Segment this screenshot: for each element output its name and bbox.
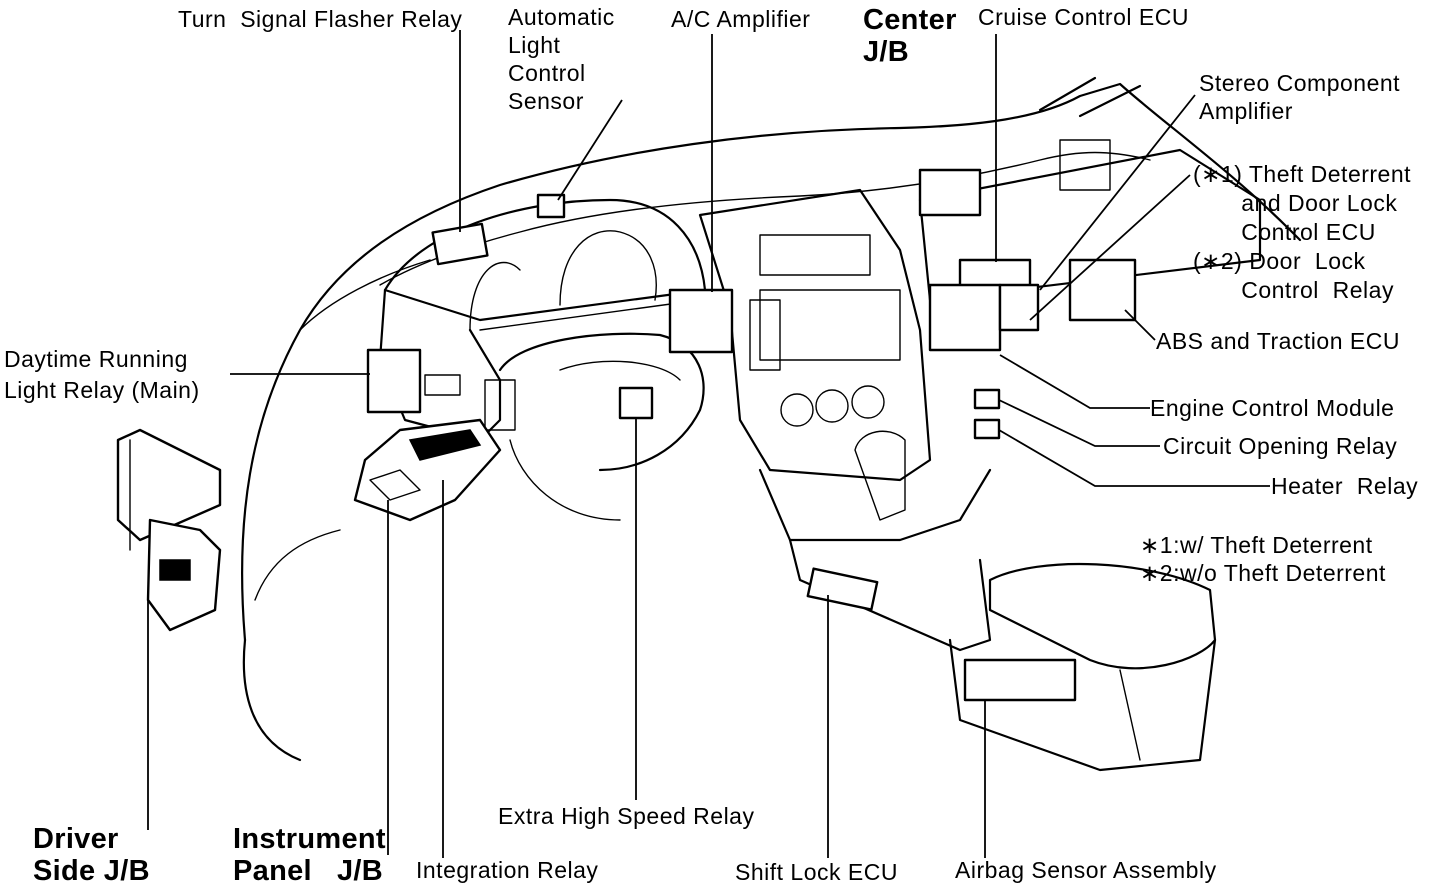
- auto-light-sensor-box: [536, 193, 566, 219]
- label-center-jb: Center J/B: [863, 4, 957, 68]
- center-console: [698, 139, 1262, 772]
- abs-ecu-box: [1068, 258, 1137, 322]
- label-theft-deterrent-door-lock: (∗1) Theft Deterrent and Door Lock Contr…: [1193, 161, 1412, 303]
- extra-high-relay-box: [618, 386, 654, 420]
- label-daytime-running-light-relay: Daytime Running Light Relay (Main): [4, 346, 200, 403]
- label-turn-signal-flasher-relay: Turn Signal Flasher Relay: [178, 6, 463, 32]
- label-abs-traction-ecu: ABS and Traction ECU: [1156, 328, 1400, 354]
- label-notes: ∗1:w/ Theft Deterrent ∗2:w/o Theft Deter…: [1140, 532, 1386, 586]
- label-driver-side-jb: Driver Side J/B: [33, 823, 150, 887]
- label-extra-high-speed-relay: Extra High Speed Relay: [498, 803, 755, 829]
- label-cruise-control-ecu: Cruise Control ECU: [978, 4, 1189, 30]
- label-integration-relay: Integration Relay: [416, 857, 599, 883]
- center-jb-box: [918, 168, 982, 217]
- instrument-jb-box: [353, 418, 502, 522]
- label-instrument-panel-jb: Instrument Panel J/B: [233, 823, 386, 887]
- leader-lines: [147, 30, 1270, 858]
- label-ac-amplifier: A/C Amplifier: [671, 6, 811, 32]
- label-stereo-component-amplifier: Stereo Component Amplifier: [1199, 70, 1401, 124]
- shift-lock-box: [806, 567, 879, 611]
- turn-signal-relay-box: [431, 222, 489, 266]
- label-shift-lock-ecu: Shift Lock ECU: [735, 859, 898, 885]
- airbag-sensor-box: [963, 658, 1077, 702]
- components: [353, 168, 1137, 702]
- drl-relay-box: [366, 348, 422, 414]
- label-engine-control-module: Engine Control Module: [1150, 395, 1395, 421]
- label-heater-relay: Heater Relay: [1271, 473, 1419, 499]
- label-circuit-opening-relay: Circuit Opening Relay: [1163, 433, 1398, 459]
- dashboard-outline: [241, 76, 1302, 762]
- heater-relay-box: [973, 418, 1001, 440]
- circuit-relay-box: [973, 388, 1001, 410]
- ecm-box: [928, 283, 1002, 352]
- stereo-amp-box: [998, 283, 1040, 332]
- ac-amplifier-box: [668, 288, 734, 354]
- label-airbag-sensor-assembly: Airbag Sensor Assembly: [955, 857, 1217, 883]
- driver-side-jb-drawing: [116, 428, 222, 632]
- label-automatic-light-control-sensor: Automatic Light Control Sensor: [508, 4, 615, 114]
- instrument-cluster: [383, 198, 707, 472]
